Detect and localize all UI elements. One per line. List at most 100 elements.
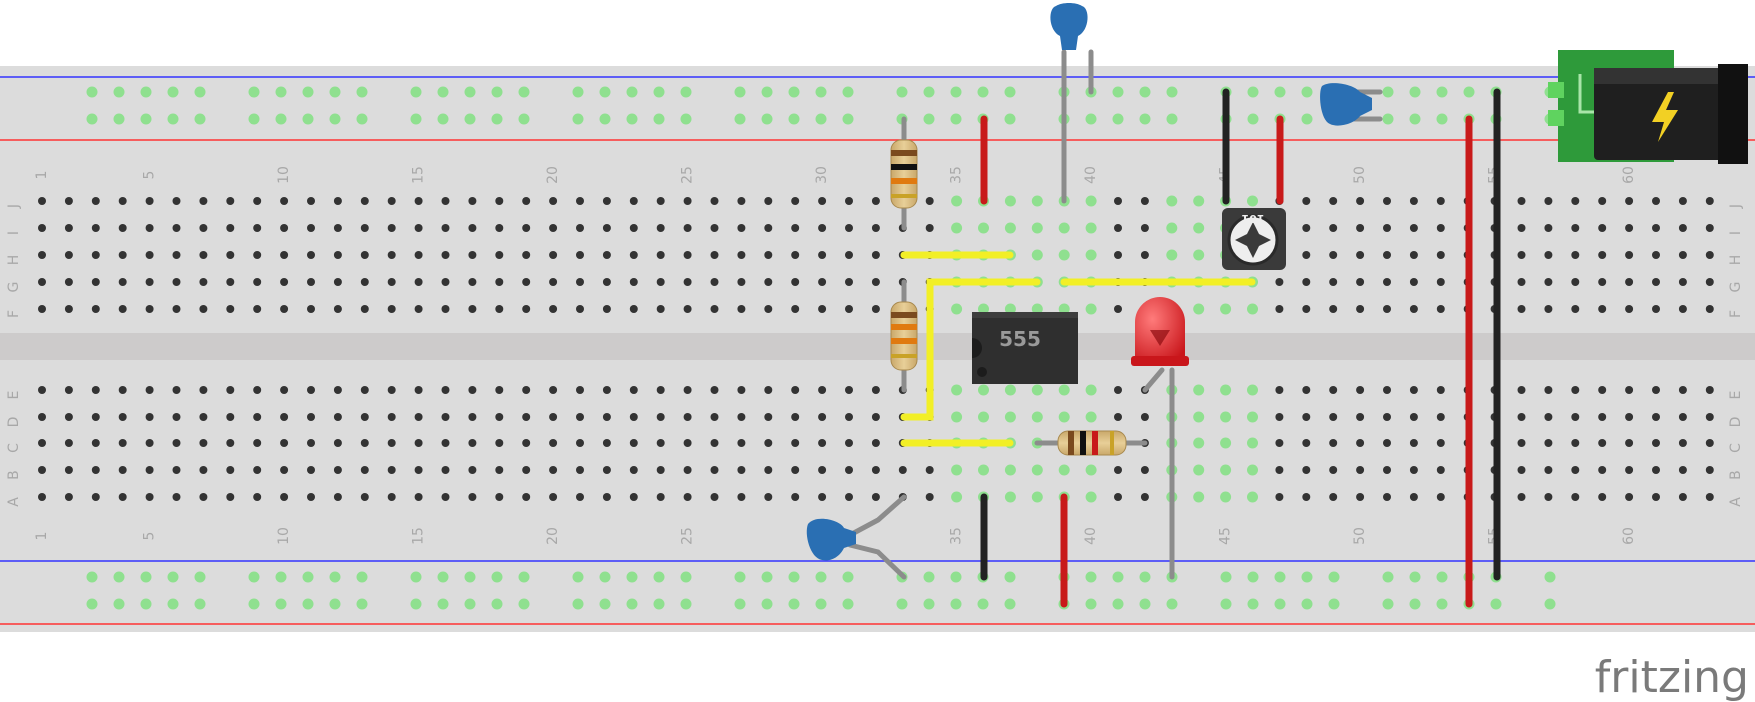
hole-J30[interactable] <box>818 197 827 205</box>
hole-C29[interactable] <box>791 439 800 447</box>
hole-F20[interactable] <box>549 305 558 313</box>
hole-E57[interactable] <box>1544 386 1553 394</box>
rail-hole-3-1[interactable] <box>113 598 125 610</box>
hole-J40[interactable] <box>1085 195 1097 207</box>
rail-hole-3-18[interactable] <box>653 598 665 610</box>
rail-hole-3-41[interactable] <box>1409 598 1421 610</box>
hole-G14[interactable] <box>387 278 396 286</box>
rail-hole-2-18[interactable] <box>653 571 665 583</box>
rail-hole-2-17[interactable] <box>626 571 638 583</box>
hole-D53[interactable] <box>1436 413 1445 421</box>
hole-H40[interactable] <box>1085 249 1097 261</box>
hole-F41[interactable] <box>1114 305 1122 313</box>
hole-H39[interactable] <box>1058 249 1070 261</box>
hole-D58[interactable] <box>1571 413 1580 421</box>
hole-D11[interactable] <box>307 413 315 421</box>
hole-A61[interactable] <box>1652 493 1660 501</box>
rail-hole-2-9[interactable] <box>356 571 368 583</box>
hole-E44[interactable] <box>1193 384 1205 396</box>
hole-A40[interactable] <box>1085 491 1097 503</box>
hole-A4[interactable] <box>118 493 127 501</box>
hole-J46[interactable] <box>1247 195 1258 207</box>
hole-A37[interactable] <box>1004 491 1016 503</box>
rail-hole-1-11[interactable] <box>437 113 449 125</box>
rail-hole-1-4[interactable] <box>194 113 206 125</box>
hole-A52[interactable] <box>1409 493 1418 501</box>
hole-D62[interactable] <box>1678 413 1687 421</box>
hole-B38[interactable] <box>1031 464 1043 476</box>
rail-hole-0-7[interactable] <box>302 86 314 98</box>
hole-H11[interactable] <box>307 251 315 259</box>
hole-H56[interactable] <box>1517 251 1526 259</box>
hole-D50[interactable] <box>1356 413 1365 421</box>
hole-B47[interactable] <box>1275 466 1284 474</box>
hole-B4[interactable] <box>118 466 127 474</box>
hole-E31[interactable] <box>845 386 853 394</box>
hole-F57[interactable] <box>1544 305 1553 313</box>
hole-F45[interactable] <box>1220 303 1232 315</box>
hole-J23[interactable] <box>629 197 638 205</box>
hole-H10[interactable] <box>280 251 289 259</box>
hole-B42[interactable] <box>1140 466 1149 474</box>
hole-H61[interactable] <box>1652 251 1660 259</box>
hole-A3[interactable] <box>91 493 100 501</box>
rail-hole-0-33[interactable] <box>1139 86 1151 98</box>
hole-E16[interactable] <box>441 386 450 394</box>
hole-D15[interactable] <box>414 413 423 421</box>
hole-G53[interactable] <box>1436 278 1445 286</box>
hole-C7[interactable] <box>199 439 208 447</box>
hole-E22[interactable] <box>602 386 611 394</box>
hole-I41[interactable] <box>1114 224 1122 232</box>
rail-hole-1-16[interactable] <box>599 113 611 125</box>
hole-I27[interactable] <box>737 224 746 232</box>
hole-E40[interactable] <box>1085 384 1097 396</box>
hole-G9[interactable] <box>253 278 262 286</box>
rail-hole-3-2[interactable] <box>140 598 152 610</box>
rail-hole-0-20[interactable] <box>734 86 746 98</box>
hole-I22[interactable] <box>602 224 611 232</box>
hole-E36[interactable] <box>978 384 989 396</box>
hole-D52[interactable] <box>1409 413 1418 421</box>
hole-I62[interactable] <box>1678 224 1687 232</box>
hole-E18[interactable] <box>495 386 504 394</box>
hole-J32[interactable] <box>871 197 880 205</box>
hole-C58[interactable] <box>1571 439 1580 447</box>
hole-C59[interactable] <box>1598 439 1607 447</box>
hole-H32[interactable] <box>871 251 880 259</box>
hole-I17[interactable] <box>468 224 477 232</box>
hole-A38[interactable] <box>1031 491 1043 503</box>
hole-J28[interactable] <box>764 197 773 205</box>
hole-F61[interactable] <box>1652 305 1660 313</box>
hole-H5[interactable] <box>145 251 154 259</box>
hole-E23[interactable] <box>629 386 638 394</box>
hole-H41[interactable] <box>1114 251 1122 259</box>
hole-A34[interactable] <box>925 493 934 501</box>
hole-A56[interactable] <box>1517 493 1526 501</box>
hole-I50[interactable] <box>1356 224 1365 232</box>
hole-J17[interactable] <box>468 197 477 205</box>
hole-J61[interactable] <box>1652 197 1660 205</box>
hole-H48[interactable] <box>1302 251 1311 259</box>
hole-B6[interactable] <box>172 466 181 474</box>
rail-hole-3-9[interactable] <box>356 598 368 610</box>
capacitor-bottom-left[interactable] <box>806 518 856 561</box>
hole-F35[interactable] <box>951 303 963 315</box>
rail-hole-0-19[interactable] <box>680 86 692 98</box>
hole-J16[interactable] <box>441 197 450 205</box>
hole-B62[interactable] <box>1678 466 1687 474</box>
hole-D38[interactable] <box>1031 411 1043 423</box>
hole-G11[interactable] <box>307 278 315 286</box>
ic-555-timer[interactable]: 555 <box>972 312 1078 384</box>
rail-hole-0-38[interactable] <box>1301 86 1313 98</box>
hole-A8[interactable] <box>226 493 235 501</box>
hole-B53[interactable] <box>1436 466 1445 474</box>
hole-F8[interactable] <box>226 305 235 313</box>
hole-G15[interactable] <box>414 278 423 286</box>
hole-D25[interactable] <box>683 413 692 421</box>
rail-hole-1-27[interactable] <box>950 113 962 125</box>
hole-J9[interactable] <box>253 197 262 205</box>
hole-J27[interactable] <box>737 197 746 205</box>
hole-E17[interactable] <box>468 386 477 394</box>
hole-D29[interactable] <box>791 413 800 421</box>
hole-D30[interactable] <box>818 413 827 421</box>
